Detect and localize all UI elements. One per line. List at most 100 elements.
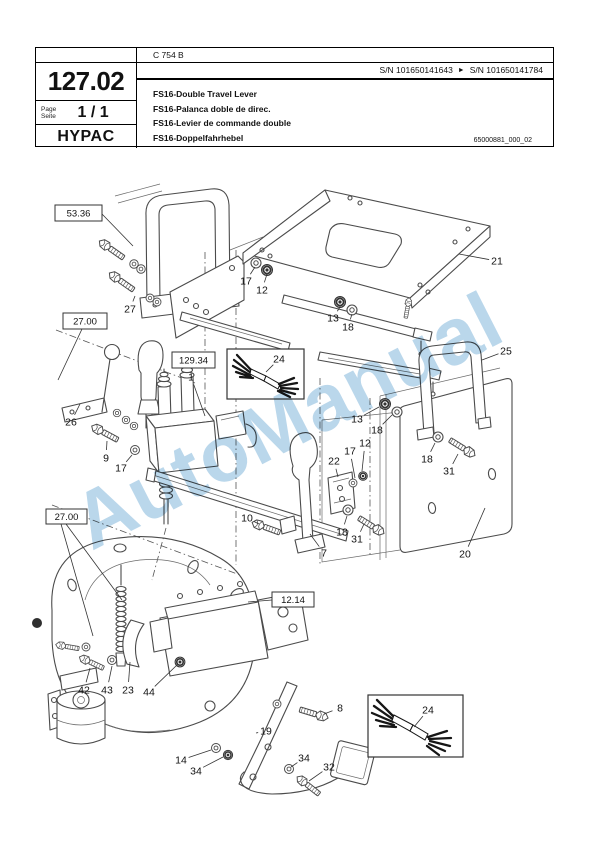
leader-line xyxy=(188,749,212,758)
bolt-27 xyxy=(106,268,137,295)
leader-line xyxy=(249,266,256,275)
leader-line xyxy=(481,353,499,361)
callout-label: 34 xyxy=(190,766,202,778)
ref-box xyxy=(62,312,108,330)
leader-line xyxy=(290,762,298,768)
cab-outline xyxy=(114,183,264,251)
leader-line xyxy=(452,453,459,465)
leader-line xyxy=(74,403,81,416)
document-number: 65000881_000_02 xyxy=(473,137,532,144)
callout-label: 32 xyxy=(323,762,335,774)
bolt xyxy=(54,640,81,653)
title-fr: FS16-Levier de commande double xyxy=(153,118,291,128)
leader-line xyxy=(132,295,136,302)
slide-rails xyxy=(179,294,442,397)
leader-line xyxy=(349,313,353,320)
callout-label: 17 xyxy=(240,276,252,288)
callout-label: 18 xyxy=(342,322,354,334)
leader-line xyxy=(361,450,365,472)
washer-14 xyxy=(211,743,221,753)
washer-18 xyxy=(432,431,444,443)
callout-label: 44 xyxy=(143,687,155,699)
curved-lever xyxy=(238,681,298,790)
callout-label: 18 xyxy=(336,527,348,539)
callout-label: 31 xyxy=(351,534,363,546)
leader-line xyxy=(382,414,393,425)
leader-line xyxy=(247,599,273,603)
callout-label: 18 xyxy=(371,425,383,437)
callout-label: 42 xyxy=(78,685,90,697)
nut-12 xyxy=(260,263,274,277)
ref-label: 129.34 xyxy=(179,356,208,367)
callout-layer: 53.3627.00129.3427.0012.1411712271318212… xyxy=(45,204,512,782)
title-es: FS16-Palanca doble de direc. xyxy=(153,103,271,114)
leader-line xyxy=(253,521,260,525)
serial-to: S/N 101650141784 xyxy=(469,65,543,75)
leader-line xyxy=(101,213,134,247)
callout-label: 21 xyxy=(491,256,503,268)
ref-box xyxy=(271,591,315,608)
washer xyxy=(136,264,146,274)
control-lever xyxy=(61,343,121,423)
mount-bracket xyxy=(327,471,356,515)
brand-logo: HYPAC xyxy=(36,125,137,148)
leader-line xyxy=(85,667,91,683)
accumulator-cylinder xyxy=(47,667,106,745)
cable-tie-inset-bottom xyxy=(367,694,464,758)
cable-tie-inset-top xyxy=(226,348,305,400)
washer-18 xyxy=(342,504,354,516)
washer xyxy=(152,297,162,307)
seite-label: Seite xyxy=(41,112,56,120)
page-label: Page xyxy=(41,105,57,113)
leader-line xyxy=(360,523,365,532)
header-table: C 754 B S/N 101650141643►S/N 10165014178… xyxy=(35,47,554,148)
leader-line xyxy=(65,523,123,601)
washer xyxy=(272,699,282,709)
leader-line xyxy=(335,468,339,478)
header-empty-cell xyxy=(36,48,137,63)
callout-label: 23 xyxy=(122,685,134,697)
leader-line xyxy=(265,364,274,373)
leader-line xyxy=(128,661,131,683)
serial-range: S/N 101650141643►S/N 101650141784 xyxy=(137,63,553,80)
callout-label: 27 xyxy=(124,304,136,316)
washer xyxy=(121,415,131,425)
section-number: 127.02 xyxy=(36,63,137,101)
callout-label: 24 xyxy=(273,354,285,366)
washer xyxy=(129,421,139,431)
right-joystick xyxy=(279,432,326,554)
leader-line xyxy=(308,771,323,782)
callout-label: 8 xyxy=(337,703,343,715)
washer-43 xyxy=(107,655,117,665)
nut-13 xyxy=(333,295,347,309)
leader-line xyxy=(125,454,133,463)
leader-line xyxy=(57,328,83,381)
ref-label: 53.36 xyxy=(67,209,91,220)
title-de: FS16-Doppelfahrhebel xyxy=(153,132,244,143)
bolt-32 xyxy=(293,772,323,799)
leader-line xyxy=(351,458,356,479)
grab-handle xyxy=(416,341,492,441)
leader-line xyxy=(363,406,380,416)
callout-label: 10 xyxy=(241,513,253,525)
ref-label: 12.14 xyxy=(281,595,305,606)
callout-label: 9 xyxy=(103,453,109,465)
callout-label: 31 xyxy=(443,466,455,478)
ref-label: 27.00 xyxy=(73,317,97,328)
callout-label: 19 xyxy=(260,726,272,738)
callout-label: 34 xyxy=(298,753,310,765)
callout-label: 17 xyxy=(115,463,127,475)
leader-line xyxy=(202,756,224,768)
callout-label: 7 xyxy=(321,548,327,560)
callout-label: 13 xyxy=(327,313,339,325)
ref-box xyxy=(54,204,103,222)
bolt-9 xyxy=(89,421,121,445)
washer-17 xyxy=(250,257,262,269)
leader-line xyxy=(413,715,424,728)
linkage-rod xyxy=(115,564,145,668)
bolt xyxy=(96,236,127,263)
leader-line xyxy=(323,710,333,715)
leader-line xyxy=(458,253,490,260)
page-labels: Page Seite xyxy=(36,106,56,120)
